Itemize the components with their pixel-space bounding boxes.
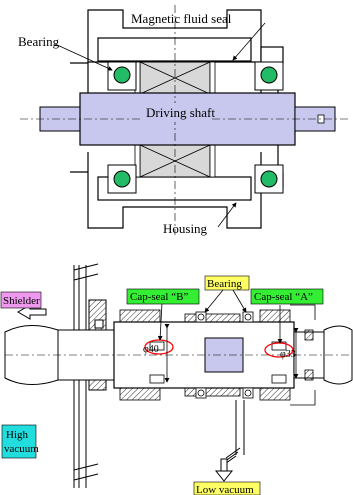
bottom-figure: Bearing Cap-seal “B” Cap-seal “A” Shield…: [0, 263, 353, 495]
diameter-33-label: φ33: [280, 349, 296, 360]
housing-label: Housing: [163, 221, 208, 236]
diameter-40-label: φ40: [143, 344, 159, 355]
cap-seal-a-label: Cap-seal “A”: [254, 291, 313, 303]
high-vacuum-label-line1: High: [6, 429, 29, 441]
housing-outline: [70, 9, 284, 229]
bearing-label-bottom: Bearing: [207, 278, 242, 290]
low-vacuum-port: [221, 400, 245, 467]
bearing-bottom-left: [107, 164, 137, 194]
high-vacuum-label-line2: vacuum: [4, 443, 39, 455]
bearings-top: [107, 61, 284, 194]
bearing-top-left: [107, 61, 137, 91]
bearing-label-top: Bearing: [18, 34, 60, 49]
shaft-body: [4, 321, 353, 389]
bearings-bottom: [149, 311, 287, 399]
low-vacuum-label: Low vacuum: [196, 484, 254, 495]
top-figure: Magnetic fluid seal Bearing Driving shaf…: [18, 5, 350, 236]
driving-shaft-label: Driving shaft: [146, 105, 215, 120]
shielder-label: Shielder: [3, 295, 40, 307]
bearing-bottom-right: [254, 164, 284, 194]
cap-seal-b-label: Cap-seal “B”: [130, 291, 188, 303]
magnetic-fluid-seal-label: Magnetic fluid seal: [131, 11, 232, 26]
bearing-top-right: [254, 61, 284, 91]
low-vacuum-arrow: [214, 458, 234, 482]
housing-blocks: [119, 304, 316, 406]
